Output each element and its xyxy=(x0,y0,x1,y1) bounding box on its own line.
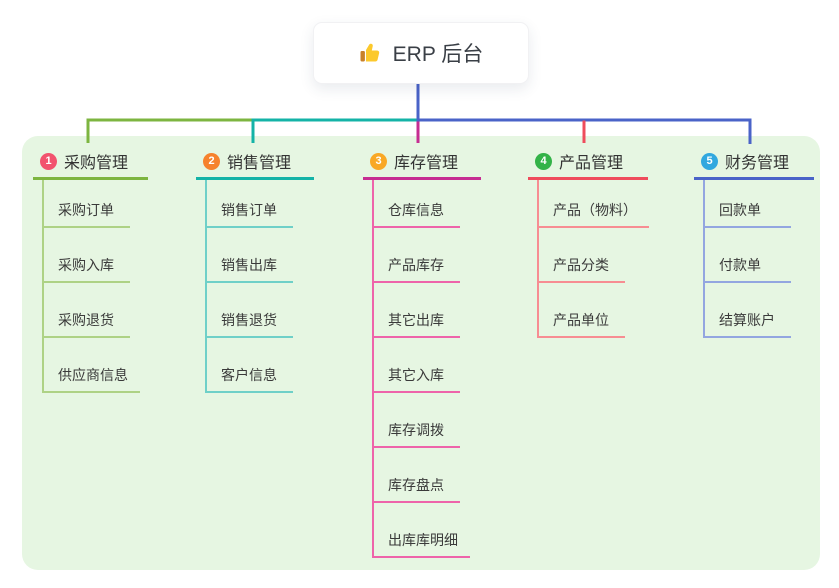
child-slot: 产品库存 xyxy=(374,228,481,283)
branch-label: 库存管理 xyxy=(394,155,459,172)
child-node[interactable]: 仓库信息 xyxy=(374,200,460,228)
child-slot: 销售出库 xyxy=(207,228,314,283)
branch-label: 产品管理 xyxy=(559,155,624,172)
child-node[interactable]: 库存盘点 xyxy=(374,475,460,503)
child-node[interactable]: 采购入库 xyxy=(44,255,130,283)
branch-header-inventory[interactable]: 3 库存管理 xyxy=(363,145,481,180)
child-node[interactable]: 出库库明细 xyxy=(374,530,470,558)
child-node[interactable]: 销售出库 xyxy=(207,255,293,283)
child-slot: 其它出库 xyxy=(374,283,481,338)
root-node[interactable]: ERP 后台 xyxy=(313,22,529,84)
child-slot: 结算账户 xyxy=(705,283,814,338)
branch-sales: 2 销售管理 销售订单 销售出库 销售退货 客户信息 xyxy=(196,145,314,393)
branch-inventory: 3 库存管理 仓库信息 产品库存 其它出库 其它入库 库存调拨 库存盘点 出库库… xyxy=(363,145,481,558)
child-node[interactable]: 结算账户 xyxy=(705,310,791,338)
child-node[interactable]: 产品库存 xyxy=(374,255,460,283)
branches-panel xyxy=(22,136,820,570)
child-slot: 采购入库 xyxy=(44,228,148,283)
branch-badge: 3 xyxy=(370,152,387,170)
branch-5-connector xyxy=(416,82,752,144)
child-slot: 产品（物料） xyxy=(539,180,649,228)
branch-label: 采购管理 xyxy=(64,155,129,172)
thumbs-up-icon xyxy=(359,41,383,65)
branch-label: 销售管理 xyxy=(227,155,292,172)
branch-children: 销售订单 销售出库 销售退货 客户信息 xyxy=(205,180,314,393)
branch-children: 回款单 付款单 结算账户 xyxy=(703,180,814,338)
child-slot: 采购订单 xyxy=(44,180,148,228)
child-node[interactable]: 采购退货 xyxy=(44,310,130,338)
branch-finance: 5 财务管理 回款单 付款单 结算账户 xyxy=(694,145,814,338)
root-label: ERP 后台 xyxy=(392,43,484,66)
branch-header-purchase[interactable]: 1 采购管理 xyxy=(33,145,148,180)
branch-children: 仓库信息 产品库存 其它出库 其它入库 库存调拨 库存盘点 出库库明细 xyxy=(372,180,481,558)
child-node[interactable]: 产品分类 xyxy=(539,255,625,283)
branch-badge: 5 xyxy=(701,152,718,170)
child-node[interactable]: 付款单 xyxy=(705,255,791,283)
branch-product: 4 产品管理 产品（物料） 产品分类 产品单位 xyxy=(528,145,649,338)
child-slot: 回款单 xyxy=(705,180,814,228)
child-node[interactable]: 库存调拨 xyxy=(374,420,460,448)
child-node[interactable]: 产品（物料） xyxy=(539,200,649,228)
child-node[interactable]: 客户信息 xyxy=(207,365,293,393)
branch-badge: 2 xyxy=(203,152,220,170)
child-slot: 其它入库 xyxy=(374,338,481,393)
child-slot: 库存盘点 xyxy=(374,448,481,503)
branch-purchase: 1 采购管理 采购订单 采购入库 采购退货 供应商信息 xyxy=(33,145,148,393)
branch-header-finance[interactable]: 5 财务管理 xyxy=(694,145,814,180)
branch-label: 财务管理 xyxy=(725,155,790,172)
child-slot: 库存调拨 xyxy=(374,393,481,448)
child-node[interactable]: 其它出库 xyxy=(374,310,460,338)
child-node[interactable]: 销售退货 xyxy=(207,310,293,338)
child-slot: 付款单 xyxy=(705,228,814,283)
branch-children: 产品（物料） 产品分类 产品单位 xyxy=(537,180,649,338)
branch-badge: 4 xyxy=(535,152,552,170)
child-slot: 产品单位 xyxy=(539,283,649,338)
child-slot: 销售退货 xyxy=(207,283,314,338)
child-slot: 仓库信息 xyxy=(374,180,481,228)
child-node[interactable]: 销售订单 xyxy=(207,200,293,228)
child-slot: 销售订单 xyxy=(207,180,314,228)
branch-children: 采购订单 采购入库 采购退货 供应商信息 xyxy=(42,180,148,393)
branch-header-sales[interactable]: 2 销售管理 xyxy=(196,145,314,180)
child-node[interactable]: 产品单位 xyxy=(539,310,625,338)
branch-header-product[interactable]: 4 产品管理 xyxy=(528,145,648,180)
child-slot: 客户信息 xyxy=(207,338,314,393)
child-node[interactable]: 其它入库 xyxy=(374,365,460,393)
child-slot: 产品分类 xyxy=(539,228,649,283)
child-node[interactable]: 回款单 xyxy=(705,200,791,228)
branch-badge: 1 xyxy=(40,152,57,170)
child-slot: 采购退货 xyxy=(44,283,148,338)
child-node[interactable]: 采购订单 xyxy=(44,200,130,228)
child-node[interactable]: 供应商信息 xyxy=(44,365,140,393)
child-slot: 供应商信息 xyxy=(44,338,148,393)
child-slot: 出库库明细 xyxy=(374,503,481,558)
